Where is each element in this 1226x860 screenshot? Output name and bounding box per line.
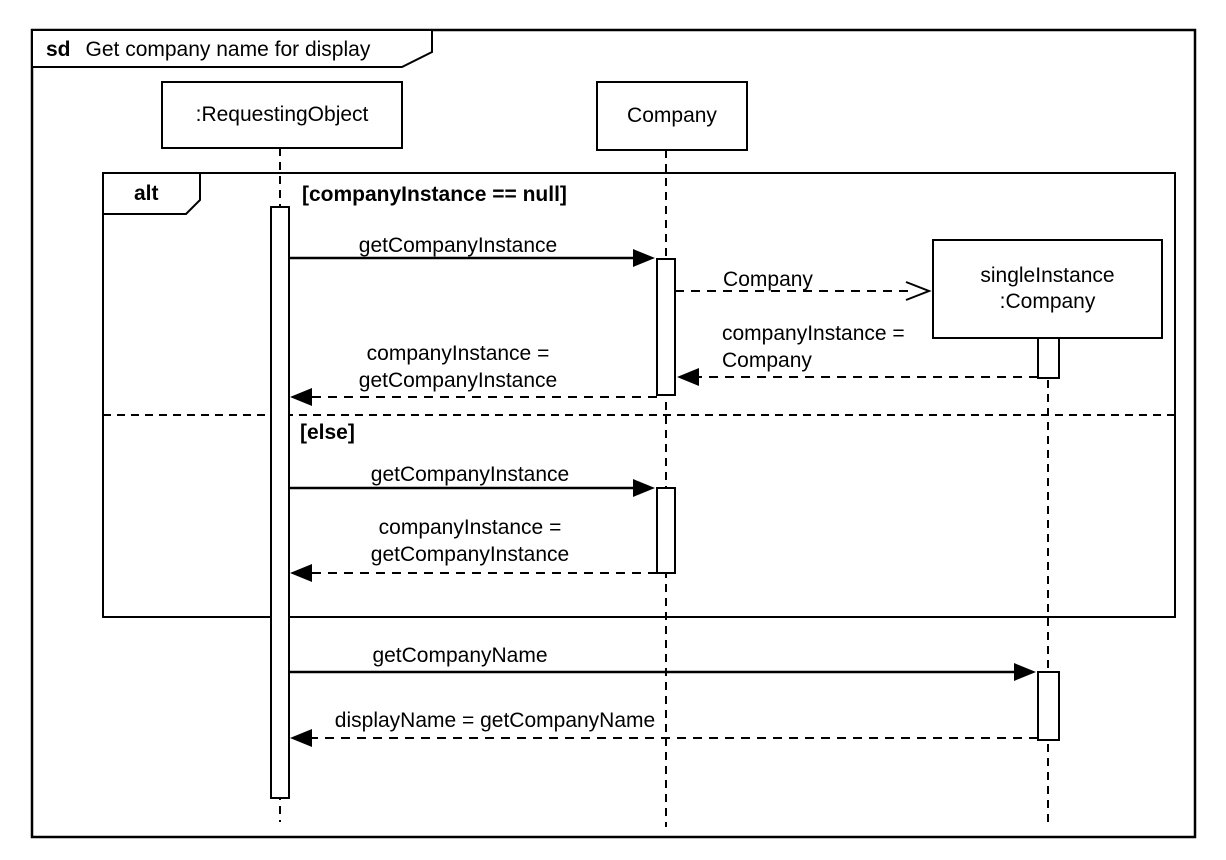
arrow-return-get-company-instance-2 <box>290 564 657 582</box>
alt-operator-label: alt <box>134 182 159 205</box>
arrow-return-get-company-name <box>290 729 1038 747</box>
arrowhead-filled <box>633 479 655 497</box>
arrowhead-filled <box>633 249 655 267</box>
message-label-return-get-company-instance-2: companyInstance = getCompanyInstance <box>371 514 569 568</box>
arrow-get-company-instance-2 <box>289 479 655 497</box>
activation-single-instance-2 <box>1037 671 1060 741</box>
arrow-get-company-name <box>289 663 1036 681</box>
activation-company-1 <box>656 258 676 396</box>
arrow-create-company <box>675 281 932 301</box>
arrowhead-filled <box>290 564 312 582</box>
head-box-requesting-object <box>161 81 403 149</box>
label-line-2: getCompanyInstance <box>370 543 570 566</box>
arrow-return-get-company-instance-1 <box>290 388 657 406</box>
single-instance-class: :Company <box>999 290 1096 313</box>
guard-else: [else] <box>300 421 355 444</box>
alt-operator-pentagon <box>102 172 201 215</box>
activation-requesting-object <box>270 206 290 799</box>
message-label-get-company-instance-1: getCompanyInstance <box>358 234 558 257</box>
arrowhead-filled <box>290 388 312 406</box>
frame-name-pentagon <box>31 29 433 68</box>
message-label-return-get-company-name: displayName = getCompanyName <box>334 709 656 732</box>
message-label-assign-company-instance: companyInstance = Company <box>722 320 905 374</box>
arrowhead-filled <box>290 729 312 747</box>
activation-company-2 <box>656 487 676 574</box>
arrowhead-open <box>905 281 932 301</box>
label-line-2: Company <box>722 349 812 372</box>
label-line-1: companyInstance = <box>378 516 562 539</box>
message-label-get-company-name: getCompanyName <box>372 644 548 667</box>
single-instance-name: singleInstance <box>980 264 1115 287</box>
lifeline-label-single-instance: singleInstance :Company <box>933 240 1162 338</box>
arrowhead-filled <box>677 368 699 386</box>
label-line-2: getCompanyInstance <box>358 369 558 392</box>
arrow-assign-company-instance <box>677 368 1038 386</box>
label-line-1: companyInstance = <box>722 322 905 345</box>
arrow-get-company-instance-1 <box>289 249 655 267</box>
activation-single-instance-1 <box>1037 337 1060 379</box>
guard-company-instance-null: [companyInstance == null] <box>302 183 567 206</box>
frame-title: sd Get company name for display <box>46 38 370 62</box>
head-box-single-instance <box>932 239 1163 339</box>
head-box-company <box>596 81 748 151</box>
message-label-create-company: Company <box>723 268 813 291</box>
diagram-frame <box>30 28 1197 839</box>
frame-title-text: Get company name for display <box>85 38 371 61</box>
message-label-get-company-instance-2: getCompanyInstance <box>370 463 570 486</box>
lifeline-label-company: Company <box>627 104 717 127</box>
arrowhead-filled <box>1014 663 1036 681</box>
label-line-1: companyInstance = <box>366 342 550 365</box>
lifeline-label-requesting-object: :RequestingObject <box>195 103 369 126</box>
message-label-return-get-company-instance-1: companyInstance = getCompanyInstance <box>359 340 557 394</box>
alt-fragment-frame <box>102 172 1176 618</box>
frame-kind-label: sd <box>46 38 71 61</box>
